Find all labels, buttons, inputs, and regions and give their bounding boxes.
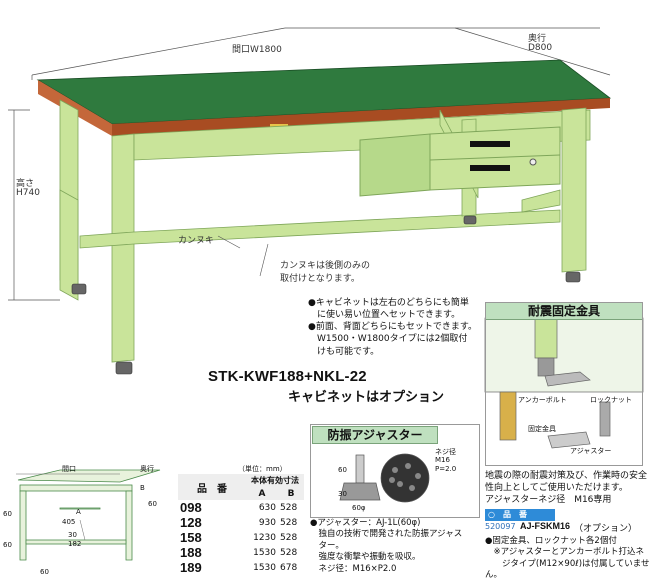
crossbar-note-2: 取付けとなります。 [280, 274, 360, 284]
seismic-code: 520097 [485, 522, 516, 531]
seismic-desc-1: 地震の際の耐震対策及び、作業時の安全 [485, 471, 648, 481]
lock-icon [529, 158, 537, 166]
height-value: H740 [16, 188, 40, 198]
seismic-panel [485, 302, 643, 466]
adjuster-desc: ●アジャスター：AJ-1L(60φ) 独自の技術で開発された防振アジャス ター。… [310, 518, 482, 575]
row-code: 189 [180, 560, 202, 575]
feature-line: に使い易い位置へセットできます。 [308, 310, 461, 321]
header-inner: 本体有効寸法 [246, 474, 304, 487]
row-code: 188 [180, 545, 202, 560]
row-b: 678 [280, 562, 298, 573]
lock-nut-icon [599, 401, 611, 437]
screw-line: P=2.0 [435, 464, 457, 473]
row-code: 158 [180, 530, 202, 545]
header-code: 品 番 [178, 474, 246, 500]
header-b: B [278, 487, 304, 500]
table-row: 188 1530 528 [178, 545, 304, 560]
drawer-handle-bottom [470, 165, 510, 171]
spec-table-wrap: 品 番 本体有効寸法 A B 098 630 528 128 930 528 1… [178, 474, 304, 575]
depth-label: 奥行 [528, 34, 547, 44]
table-row: 128 930 528 [178, 515, 304, 530]
feature-line: けも可能です。 [308, 346, 380, 357]
row-b: 528 [280, 532, 298, 543]
seismic-note: ●固定金具、ロックナット各2個付 [485, 536, 617, 546]
adjuster-title: 防振アジャスター [312, 426, 438, 444]
adjuster-label: アジャスター [570, 447, 612, 455]
unit-label: （単位：mm） [238, 465, 287, 473]
seismic-note: ジタイプ(M12×90ℓ)は付属していません。 [485, 558, 650, 581]
screw-line: M16 [435, 456, 450, 465]
small-dim-30: 30 [68, 531, 77, 539]
crossbar-label: カンヌキ [178, 236, 215, 246]
row-a: 930 [258, 517, 276, 528]
screw-line: ネジ径 [435, 448, 456, 456]
small-table-drawing [17, 469, 161, 561]
width-dimension: 間口W1800 [232, 45, 282, 55]
anchor-bolt-icon [499, 391, 517, 441]
adjuster-desc-line: 独自の技術で開発された防振アジャス [310, 529, 463, 540]
row-b: 528 [280, 502, 298, 513]
small-dim-60: 60 [40, 568, 49, 576]
small-dim-182: 182 [68, 540, 82, 548]
row-a: 1530 [253, 547, 276, 558]
seismic-code-option: （オプション） [574, 524, 638, 534]
adjuster-desc-line: ネジ径：M16×P2.0 [310, 563, 397, 574]
small-front-label: 間口 [62, 465, 76, 473]
crossbar-note-1: カンヌキは後側のみの [280, 261, 371, 271]
adjuster-desc-line: ター。 [310, 540, 344, 551]
small-dim-60: 60 [3, 510, 12, 518]
seismic-illustration [484, 317, 644, 449]
seismic-code-name: AJ-FSKM16 [520, 521, 571, 531]
feature-line: W1500・W1800タイプには2個取付 [308, 334, 468, 345]
table-row: 189 1530 678 [178, 560, 304, 575]
option-note: キャビネットはオプション [288, 390, 445, 405]
table-top [36, 59, 612, 136]
small-dim-60: 60 [3, 541, 12, 549]
adjuster-dim-60: 60 [338, 466, 347, 474]
feature-line: ●前面、背面どちらにもセットできます。 [308, 322, 477, 333]
row-a: 1530 [253, 562, 276, 573]
row-code: 098 [180, 500, 202, 515]
row-code: 128 [180, 515, 202, 530]
code-header: ○ 品 番 [485, 509, 555, 521]
table-row: 158 1230 528 [178, 530, 304, 545]
seismic-desc: 地震の際の耐震対策及び、作業時の安全 性向上としてご使用いただけます。 アジャス… [485, 470, 650, 506]
adjuster-panel [310, 424, 480, 518]
adjuster-screw: ネジ径 M16 P=2.0 [435, 448, 456, 473]
table-row: 098 630 528 [178, 500, 304, 515]
row-b: 528 [280, 517, 298, 528]
adjuster-illustration [339, 453, 430, 503]
adjuster-dim-dia: 60φ [352, 504, 366, 512]
height-label: 高さ [16, 179, 35, 189]
small-b-label: B [140, 484, 145, 492]
header-a: A [246, 487, 278, 500]
small-depth-label: 奥行 [140, 465, 154, 473]
adjuster-desc-line: ●アジャスター：AJ-1L(60φ) [310, 518, 421, 528]
row-b: 528 [280, 547, 298, 558]
seismic-note: ※アジャスターとアンカーボルト打込ネ [485, 547, 645, 558]
seismic-notes: ●固定金具、ロックナット各2個付 ※アジャスターとアンカーボルト打込ネ ジタイプ… [485, 536, 650, 582]
small-dim-60: 60 [148, 500, 157, 508]
bracket-label: 固定金具 [528, 425, 556, 433]
model-name: STK-KWF188+NKL-22 [208, 368, 367, 385]
small-a-label: A [76, 508, 81, 516]
row-a: 1230 [253, 532, 276, 543]
adjuster-dim-30: 30 [338, 490, 347, 498]
depth-value: D800 [528, 43, 553, 53]
feature-line: ●キャビネットは左右のどちらにも簡単 [308, 298, 469, 308]
cabinet [359, 126, 561, 197]
row-a: 630 [258, 502, 276, 513]
drawer-handle-top [470, 141, 510, 147]
anchor-bolt-label: アンカーボルト [518, 396, 567, 404]
bracket-icon [547, 431, 591, 449]
spec-table: 品 番 本体有効寸法 A B 098 630 528 128 930 528 1… [178, 474, 304, 575]
small-dim-405: 405 [62, 518, 76, 526]
adjuster-desc-line: 強度な衝撃や振動を吸収。 [310, 552, 421, 563]
lock-nut-label: ロックナット [590, 396, 632, 404]
seismic-desc-2: 性向上としてご使用いただけます。 [485, 483, 628, 494]
feature-list: ●キャビネットは左右のどちらにも簡単 に使い易い位置へセットできます。 ●前面、… [308, 297, 488, 358]
seismic-desc-3: アジャスターネジ径 M16専用 [485, 495, 612, 506]
